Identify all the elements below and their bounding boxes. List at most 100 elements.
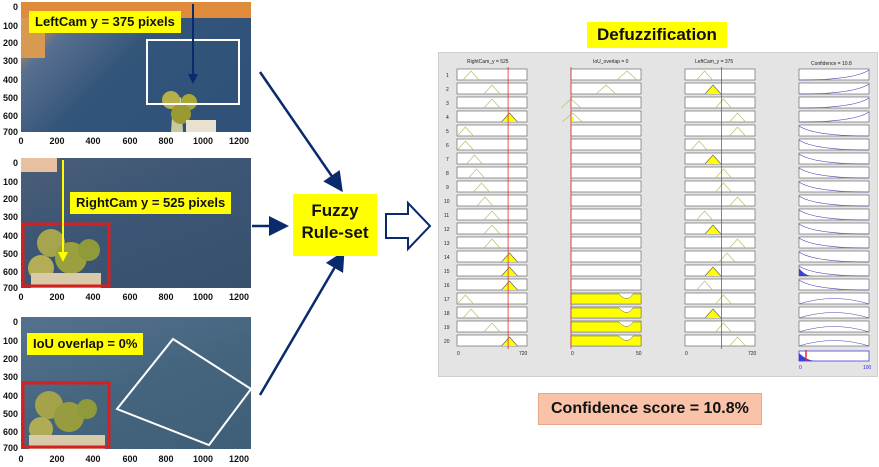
rule-cell: [798, 236, 870, 249]
rule-cell: [570, 278, 642, 291]
rule-set-line1: Fuzzy: [311, 201, 359, 220]
x-tick: 600: [122, 136, 138, 146]
rule-cell: [456, 306, 528, 319]
rule-cell: [456, 264, 528, 277]
x-tick: 400: [85, 292, 101, 302]
membership-triangle: [729, 238, 746, 249]
iou-figure: IoU overlap = 0% 0 100 200 300 400 500 6…: [0, 315, 258, 467]
y-tick: 100: [2, 21, 18, 31]
membership-triangle: [729, 126, 746, 137]
y-tick: 600: [2, 427, 18, 437]
output-membership-curve: [798, 326, 870, 333]
y-tick: 300: [2, 212, 18, 222]
rule-cell: [456, 320, 528, 333]
x-tick: 200: [49, 136, 65, 146]
membership-triangle: [501, 280, 518, 291]
membership-triangle: [715, 294, 732, 305]
roi-box-white: [115, 337, 251, 447]
rule-cell: [684, 278, 756, 291]
row-number: 5: [446, 129, 449, 135]
membership-triangle: [483, 84, 501, 95]
membership-triangle: [483, 98, 501, 109]
output-fill: [799, 268, 813, 276]
rule-cell: [570, 222, 642, 235]
membership-triangle: [462, 308, 480, 319]
rule-cell: [684, 68, 756, 81]
membership-fill: [570, 321, 642, 333]
y-tick: 0: [12, 317, 18, 327]
rule-cell: [684, 250, 756, 263]
membership-triangle: [704, 266, 722, 277]
rule-cell: [570, 138, 642, 151]
rule-cell: [570, 152, 642, 165]
rule-cell: [798, 96, 870, 109]
y-tick: 100: [2, 336, 18, 346]
y-tick: 700: [2, 443, 18, 453]
membership-triangle: [483, 210, 501, 221]
membership-triangle: [729, 112, 746, 123]
rule-cell: [798, 124, 870, 137]
membership-triangle: [715, 168, 732, 179]
y-tick: 0: [12, 2, 18, 12]
row-number: 1: [446, 73, 449, 79]
aggregate-cell: [798, 350, 870, 362]
row-number: 8: [446, 171, 449, 177]
x-tick: 200: [49, 292, 65, 302]
rule-cell: [684, 236, 756, 249]
col-title-confidence: Confidence = 10.8: [811, 61, 852, 67]
x-tick: 1200: [228, 454, 250, 464]
membership-triangle: [696, 280, 713, 291]
rightcam-callout: RightCam y = 525 pixels: [70, 192, 232, 214]
rule-cell: [456, 236, 528, 249]
rule-cell: [798, 68, 870, 81]
plant-shape: [162, 91, 216, 132]
camera-right-figure: RightCam y = 525 pixels 0 100 200 300 40…: [0, 156, 258, 306]
axis-max-confidence: 100: [863, 365, 872, 371]
y-tick: 700: [2, 127, 18, 137]
rule-cell: [798, 278, 870, 291]
rule-viewer-panel: RightCam_y = 525 IoU_overlap = 0 LeftCam…: [438, 52, 878, 377]
y-tick: 400: [2, 231, 18, 241]
output-membership-curve: [798, 265, 870, 277]
membership-triangle: [704, 224, 722, 235]
output-membership-curve: [798, 167, 870, 179]
output-membership-curve: [798, 279, 870, 291]
row-number: 7: [446, 157, 449, 163]
y-tick: 600: [2, 267, 18, 277]
membership-triangle: [483, 238, 501, 249]
membership-triangle: [704, 154, 722, 165]
plant-shape: [29, 391, 105, 449]
row-number: 13: [444, 241, 450, 247]
row-number: 3: [446, 101, 449, 107]
rule-cell: [456, 82, 528, 95]
x-tick: 800: [158, 454, 174, 464]
membership-triangle: [468, 168, 485, 179]
output-membership-curve: [798, 298, 870, 305]
rule-cell: [798, 152, 870, 165]
membership-triangle: [473, 182, 490, 193]
rule-cell: [798, 180, 870, 193]
membership-fill: [570, 335, 642, 347]
rule-cell: [456, 166, 528, 179]
output-membership-curve: [798, 153, 870, 165]
row-number: 17: [444, 297, 450, 303]
membership-triangle: [457, 140, 474, 151]
rule-cell: [798, 208, 870, 221]
membership-triangle: [729, 336, 746, 347]
rule-cell: [798, 166, 870, 179]
rule-cell: [570, 264, 642, 277]
output-membership-curve: [798, 111, 870, 123]
confidence-score-box: Confidence score = 10.8%: [538, 393, 762, 425]
rule-cell: [456, 152, 528, 165]
row-number: 11: [444, 213, 450, 219]
membership-triangle: [715, 182, 732, 193]
membership-fill: [571, 117, 574, 122]
membership-triangle: [466, 154, 483, 165]
x-tick: 0: [18, 136, 24, 146]
membership-triangle: [457, 294, 474, 305]
x-tick: 800: [158, 292, 174, 302]
rule-cell: [456, 110, 528, 123]
rule-cell: [570, 110, 642, 123]
y-tick: 300: [2, 56, 18, 66]
rule-cell: [456, 278, 528, 291]
